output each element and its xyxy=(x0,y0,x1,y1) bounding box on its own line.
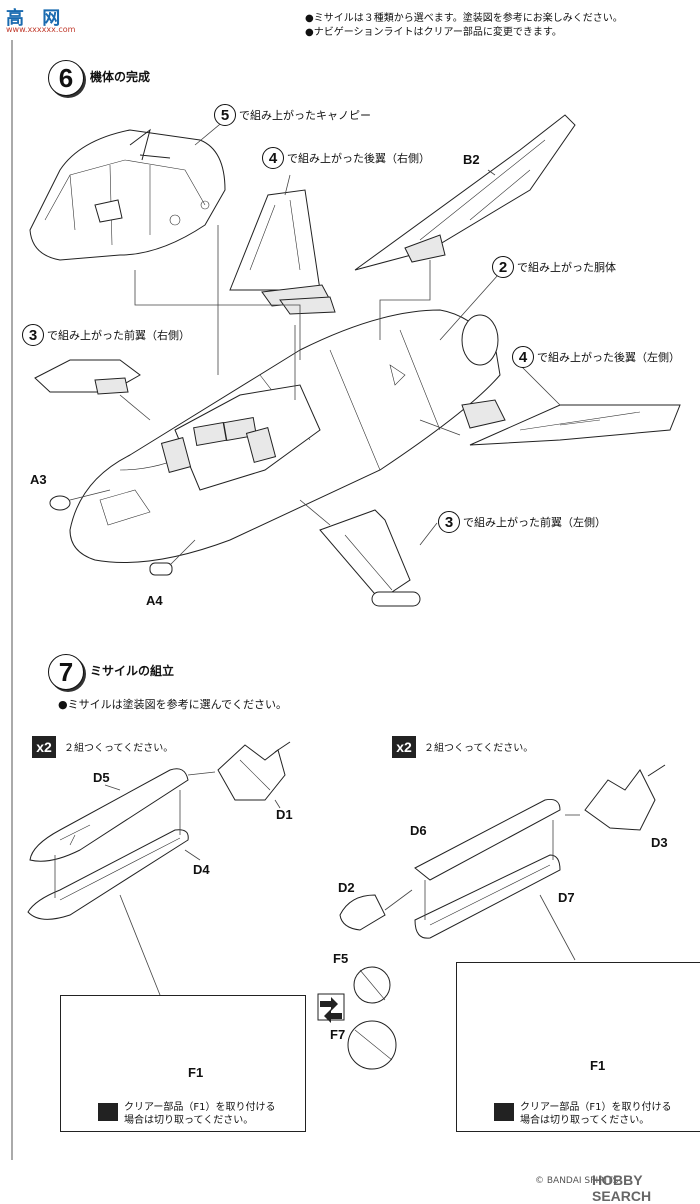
part-a3-shape xyxy=(49,495,71,511)
callout-front-right: 3 で組み上がった前翼（右側） xyxy=(22,324,190,346)
left-inset-part-f1-label: F1 xyxy=(188,1065,204,1080)
callout-front-left-text: で組み上がった前翼（左側） xyxy=(463,516,606,529)
part-a3-label: A3 xyxy=(30,472,47,487)
step-7-title: ミサイルの組立 xyxy=(90,664,175,678)
watermark-url: www.xxxxxx.com xyxy=(6,25,76,34)
swap-icon xyxy=(317,993,345,1023)
step-6-number: 6 xyxy=(48,60,84,96)
part-d5-label: D5 xyxy=(93,770,110,785)
right-inset-part-f1-label: F1 xyxy=(590,1058,606,1073)
part-d7-label: D7 xyxy=(558,890,575,905)
missile-right-assembly xyxy=(339,764,666,1070)
callout-tail-left-text: で組み上がった後翼（左側） xyxy=(537,351,680,364)
callout-fuselage-text: で組み上がった胴体 xyxy=(517,261,616,274)
step-6-title: 機体の完成 xyxy=(90,70,151,84)
part-d6-label: D6 xyxy=(410,823,427,838)
part-a4-label: A4 xyxy=(146,593,163,608)
callout-tail-left: 4 で組み上がった後翼（左側） xyxy=(512,346,680,368)
left-multiplier-text: ２組つくってください。 xyxy=(64,743,174,754)
tail-left-part xyxy=(461,399,681,446)
callout-canopy: 5 で組み上がったキャノピー xyxy=(214,104,371,126)
right-cut-note-1: クリアー部品（F1）を取り付ける xyxy=(520,1102,672,1113)
copyright-text: © BANDAI SPIRITS xyxy=(535,1176,619,1186)
step-7-number: 7 xyxy=(48,654,84,690)
fuselage-part xyxy=(69,309,501,563)
callout-fuselage: 2 で組み上がった胴体 xyxy=(492,256,616,278)
part-a4-shape xyxy=(149,562,173,576)
part-d3-label: D3 xyxy=(651,835,668,850)
top-note-2: ●ナビゲーションライトはクリアー部品に変更できます。 xyxy=(305,27,562,38)
right-cut-note-2: 場合は切り取ってください。 xyxy=(520,1115,650,1126)
part-d2-label: D2 xyxy=(338,880,355,895)
left-cut-note-2: 場合は切り取ってください。 xyxy=(124,1115,254,1126)
right-multiplier-text: ２組つくってください。 xyxy=(424,743,534,754)
callout-tail-right-num: 4 xyxy=(262,147,284,169)
cut-tool-icon xyxy=(494,1103,514,1121)
callout-tail-right-text: で組み上がった後翼（右側） xyxy=(287,152,430,165)
front-wing-right-part xyxy=(34,359,141,395)
callout-fuselage-num: 2 xyxy=(492,256,514,278)
front-wing-left-part xyxy=(319,509,421,607)
brand-watermark: HOBBY SEARCH xyxy=(592,1172,652,1204)
part-d4-label: D4 xyxy=(193,862,210,877)
part-b2-label: B2 xyxy=(463,152,480,167)
part-d1-label: D1 xyxy=(276,807,293,822)
callout-front-right-num: 3 xyxy=(22,324,44,346)
part-f7-label: F7 xyxy=(330,1027,346,1042)
watermark-logo: 高 网 xyxy=(6,8,67,29)
callout-front-left-num: 3 xyxy=(438,511,460,533)
callout-canopy-text: で組み上がったキャノピー xyxy=(239,109,371,122)
callout-tail-left-num: 4 xyxy=(512,346,534,368)
step-7-note: ●ミサイルは塗装図を参考に選んでください。 xyxy=(58,698,288,711)
callout-front-right-text: で組み上がった前翼（右側） xyxy=(47,329,190,342)
right-multiplier-badge: x2 xyxy=(392,736,416,758)
left-multiplier-badge: x2 xyxy=(32,736,56,758)
missile-left-assembly xyxy=(27,741,291,920)
left-cut-note-1: クリアー部品（F1）を取り付ける xyxy=(124,1102,276,1113)
part-f5-label: F5 xyxy=(333,951,349,966)
callout-tail-right: 4 で組み上がった後翼（右側） xyxy=(262,147,430,169)
callout-front-left: 3 で組み上がった前翼（左側） xyxy=(438,511,606,533)
tail-right-part xyxy=(229,189,336,315)
callout-canopy-num: 5 xyxy=(214,104,236,126)
canopy-part xyxy=(29,128,226,261)
cut-tool-icon xyxy=(98,1103,118,1121)
wing-b2-part xyxy=(354,114,576,271)
top-note-1: ●ミサイルは３種類から選べます。塗装図を参考にお楽しみください。 xyxy=(305,13,623,24)
